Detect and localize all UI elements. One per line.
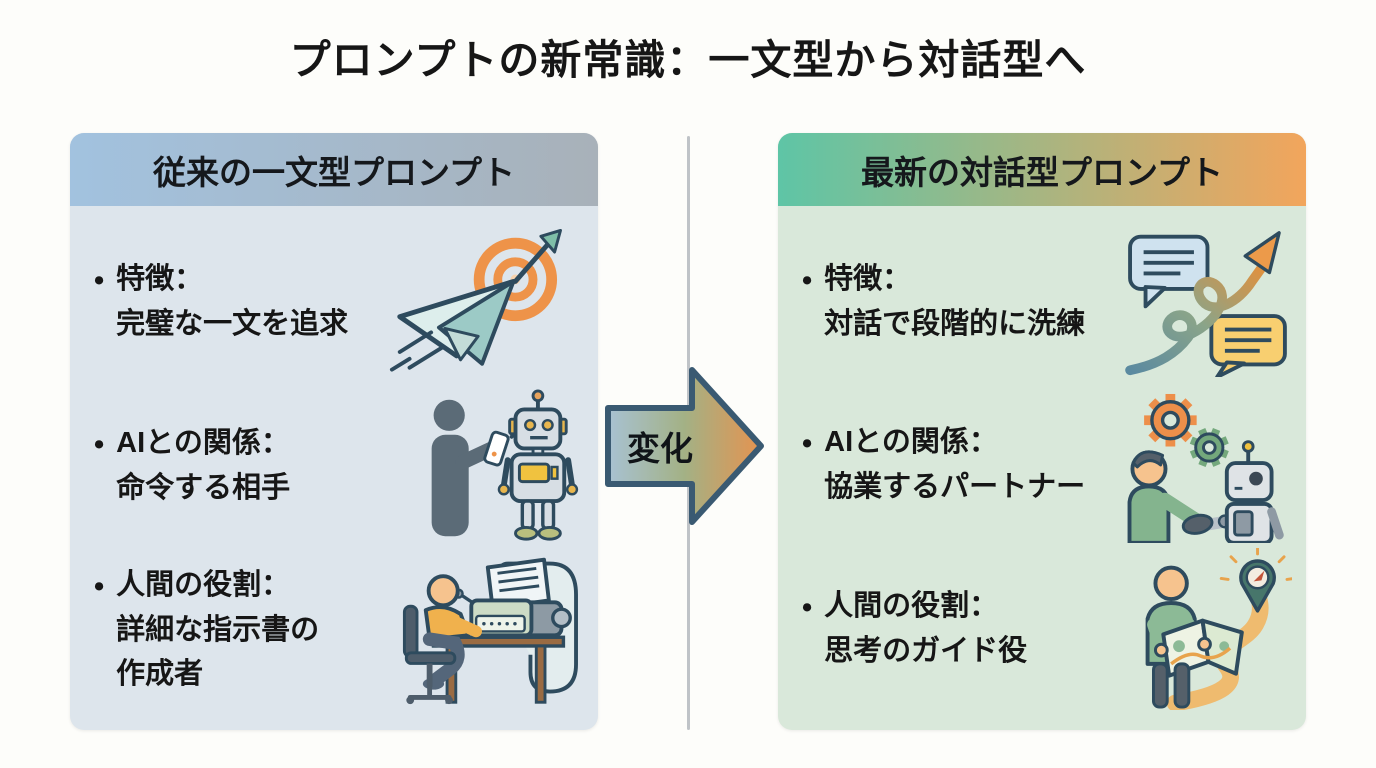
human-robot-handshake-icon [1112, 387, 1292, 543]
feature-copy: AIとの関係： 協業するパートナー [824, 420, 1085, 510]
person-typewriter-scroll-icon [378, 550, 584, 710]
feature-label: 人間の役割： [824, 590, 999, 623]
feature-text: • 特徴： 完璧な一文を追求 [94, 257, 348, 347]
feature-row-conversational-ai-relation: • AIとの関係： 協業するパートナー [778, 385, 1306, 545]
feature-row-traditional-characteristic: • 特徴： 完璧な一文を追求 [70, 222, 598, 382]
bullet-marker: • [94, 570, 105, 603]
chat-bubbles-growth-arrow-icon [1122, 227, 1292, 377]
feature-row-traditional-human-role: • 人間の役割： 詳細な指示書の 作成者 [70, 550, 598, 710]
left-panel-header: 従来の一文型プロンプト [70, 133, 598, 206]
person-map-guide-icon [1120, 548, 1292, 711]
feature-copy: 特徴： 対話で段階的に洗練 [824, 257, 1085, 347]
bullet-marker: • [802, 428, 813, 461]
feature-label: 人間の役割： [116, 568, 291, 601]
feature-row-conversational-human-role: • 人間の役割： 思考のガイド役 [778, 548, 1306, 711]
feature-detail: 対話で段階的に洗練 [824, 307, 1086, 340]
bullet-marker: • [94, 265, 105, 298]
feature-copy: 人間の役割： 思考のガイド役 [824, 584, 1027, 674]
feature-label: 特徴： [824, 262, 912, 295]
feature-detail: 協業するパートナー [824, 470, 1086, 503]
feature-label: AIとの関係： [116, 427, 290, 460]
person-commanding-robot-icon [408, 388, 584, 544]
feature-text: • 人間の役割： 詳細な指示書の 作成者 [94, 563, 319, 698]
transition-arrow: 変化 [604, 364, 766, 528]
right-panel-body: • 特徴： 対話で段階的に洗練 [778, 206, 1306, 730]
feature-label: 特徴： [116, 263, 204, 296]
feature-text: • 人間の役割： 思考のガイド役 [802, 584, 1027, 674]
paper-plane-target-icon [388, 228, 584, 376]
right-panel-header: 最新の対話型プロンプト [778, 133, 1306, 206]
bullet-marker: • [94, 429, 105, 462]
feature-text: • AIとの関係： 命令する相手 [94, 421, 290, 511]
feature-detail: 思考のガイド役 [824, 635, 1028, 668]
feature-copy: AIとの関係： 命令する相手 [116, 421, 290, 511]
bullet-marker: • [802, 264, 813, 297]
arrow-shape [605, 367, 764, 525]
feature-detail: 詳細な指示書の 作成者 [116, 613, 320, 691]
feature-copy: 特徴： 完璧な一文を追求 [116, 257, 348, 347]
left-panel-body: • 特徴： 完璧な一文を追求 [70, 206, 598, 730]
feature-text: • 特徴： 対話で段階的に洗練 [802, 257, 1085, 347]
feature-copy: 人間の役割： 詳細な指示書の 作成者 [116, 563, 319, 698]
left-panel-traditional-prompt: 従来の一文型プロンプト • 特徴： 完璧な一文を追求 [70, 133, 598, 730]
feature-text: • AIとの関係： 協業するパートナー [802, 420, 1085, 510]
right-panel-conversational-prompt: 最新の対話型プロンプト • 特徴： 対話で段階的に洗練 [778, 133, 1306, 730]
feature-row-traditional-ai-relation: • AIとの関係： 命令する相手 [70, 386, 598, 546]
feature-row-conversational-characteristic: • 特徴： 対話で段階的に洗練 [778, 222, 1306, 382]
arrow-label: 変化 [627, 430, 693, 467]
page-title: プロンプトの新常識：一文型から対話型へ [289, 37, 1087, 83]
bullet-marker: • [802, 592, 813, 625]
feature-label: AIとの関係： [824, 426, 998, 459]
feature-detail: 完璧な一文を追求 [116, 308, 349, 340]
feature-detail: 命令する相手 [116, 472, 291, 504]
